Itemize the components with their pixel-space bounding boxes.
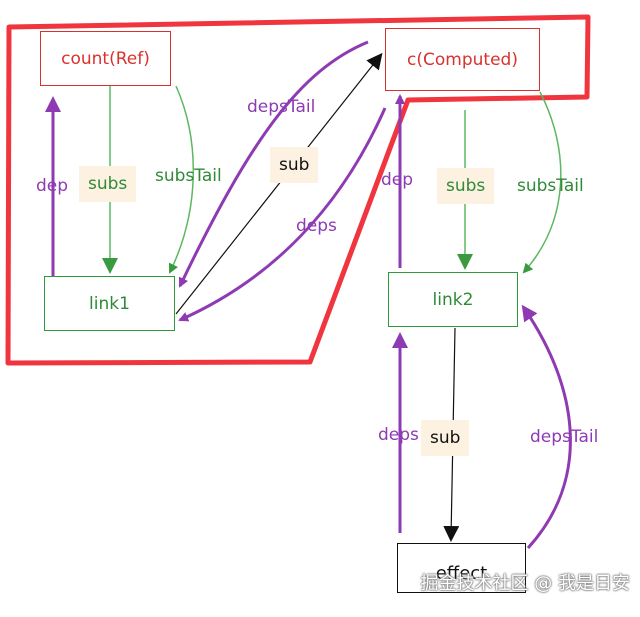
node-computed: c(Computed) — [385, 28, 540, 91]
node-link2: link2 — [388, 272, 518, 327]
label-depstail-bottom: depsTail — [530, 427, 599, 447]
node-link1: link1 — [44, 276, 175, 331]
node-effect: effect — [397, 543, 526, 593]
label-substail-right: subsTail — [517, 176, 584, 196]
label-deps-top: deps — [296, 216, 337, 236]
edge-effect-depstail — [521, 304, 572, 550]
node-effect-label: effect — [435, 563, 488, 584]
edge-link1-sub — [175, 52, 383, 315]
label-subs-right: subs — [437, 168, 495, 204]
edge-computed-deps — [178, 107, 387, 322]
label-substail-left: subsTail — [155, 166, 222, 186]
highlight-outline — [5, 14, 591, 366]
edge-computed-substail — [522, 91, 562, 274]
node-link2-label: link2 — [432, 289, 474, 310]
watermark: 掘金技术社区 @ 我是日安 — [420, 573, 630, 594]
label-subs-left: subs — [79, 166, 137, 202]
label-depstail-top: depsTail — [247, 97, 316, 117]
label-dep-right: dep — [381, 170, 414, 190]
label-dep-left: dep — [36, 176, 69, 196]
edge-computed-depstail — [178, 40, 369, 288]
node-computed-label: c(Computed) — [407, 49, 518, 70]
node-count-ref-label: count(Ref) — [61, 48, 150, 69]
label-sub-bottom: sub — [421, 420, 470, 456]
node-count-ref: count(Ref) — [40, 31, 171, 86]
edge-count-substail — [168, 85, 195, 274]
label-sub-top: sub — [270, 147, 319, 183]
label-deps-bottom: deps — [378, 425, 419, 445]
node-link1-label: link1 — [89, 293, 130, 314]
